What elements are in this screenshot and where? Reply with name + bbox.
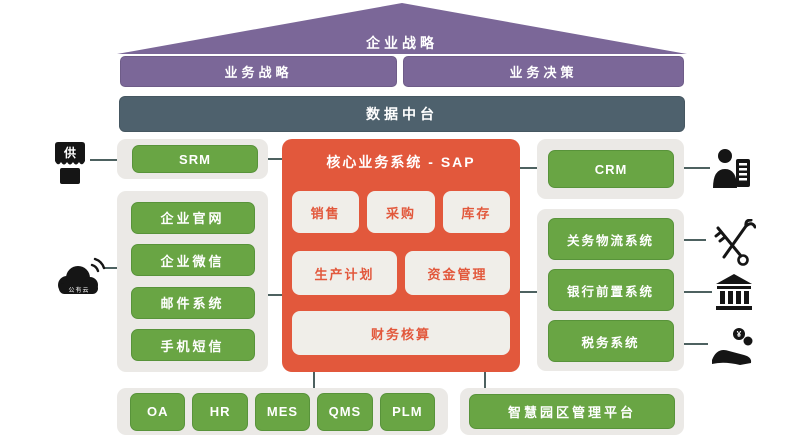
smart-park-panel: 智慧园区管理平台 [460,388,684,435]
supplier-icon: 供 [50,141,90,187]
tax-handcoins-icon: ¥ [710,326,754,366]
srm-box: SRM [132,145,258,173]
app-box-mes: MES [254,392,311,431]
app-box-hr: HR [192,392,248,431]
crm-panel: CRM [537,139,684,199]
connector-supplier-srm [90,159,117,161]
app-box-qms: QMS [317,392,373,431]
channel-box-email: 邮件系统 [130,286,255,319]
connector-systems-customs [684,239,706,241]
system-box-bank-front: 银行前置系统 [547,269,674,311]
connector-sap-systems [520,291,537,293]
sap-core-panel: 核心业务系统 - SAP 销售 采购 库存 生产计划 资金管理 财务核算 [282,139,520,372]
strategy-roof-label: 企业战略 [366,35,438,51]
business-strategy-box: 业务战略 [120,56,397,87]
connector-srm-sap [268,158,282,160]
connector-systems-bank [684,291,712,293]
crm-box: CRM [548,150,674,188]
connector-sap-park [484,372,486,388]
public-cloud-icon: 公有云 [52,252,106,300]
app-box-plm: PLM [379,392,436,431]
svg-text:公有云: 公有云 [68,286,89,294]
sap-module-procurement: 采购 [367,191,435,233]
channel-box-website: 企业官网 [130,201,255,234]
sap-module-financial-accounting: 财务核算 [292,311,510,355]
connector-systems-tax [684,343,708,345]
svg-text:¥: ¥ [737,330,742,339]
connector-sap-crm [520,167,537,169]
connector-cloud-channels [104,267,117,269]
customs-icon [708,219,756,267]
sap-core-title: 核心业务系统 - SAP [326,154,476,170]
srm-panel: SRM [117,139,268,179]
customer-icon [712,147,752,189]
business-decision-box: 业务决策 [403,56,684,87]
smart-park-box: 智慧园区管理平台 [469,394,675,429]
connector-sap-apps [313,372,315,388]
app-box-oa: OA [130,392,186,431]
sap-module-fund-management: 资金管理 [405,251,510,295]
connector-channels-sap [268,294,282,296]
sap-module-sales: 销售 [292,191,360,233]
channels-panel: 企业官网 企业微信 邮件系统 手机短信 [117,191,268,372]
external-systems-panel: 关务物流系统 银行前置系统 税务系统 [537,209,684,371]
connector-crm-customer [684,167,710,169]
channel-box-wechat: 企业微信 [130,244,255,277]
sap-module-inventory: 库存 [442,191,510,233]
system-box-tax: 税务系统 [547,320,674,362]
data-platform-bar: 数据中台 [119,96,685,132]
bank-icon [714,273,754,313]
channel-box-sms: 手机短信 [130,329,255,362]
apps-panel: OA HR MES QMS PLM [117,388,448,435]
svg-text:供: 供 [63,145,76,160]
sap-module-production-planning: 生产计划 [292,251,397,295]
system-box-customs-logistics: 关务物流系统 [547,218,674,260]
